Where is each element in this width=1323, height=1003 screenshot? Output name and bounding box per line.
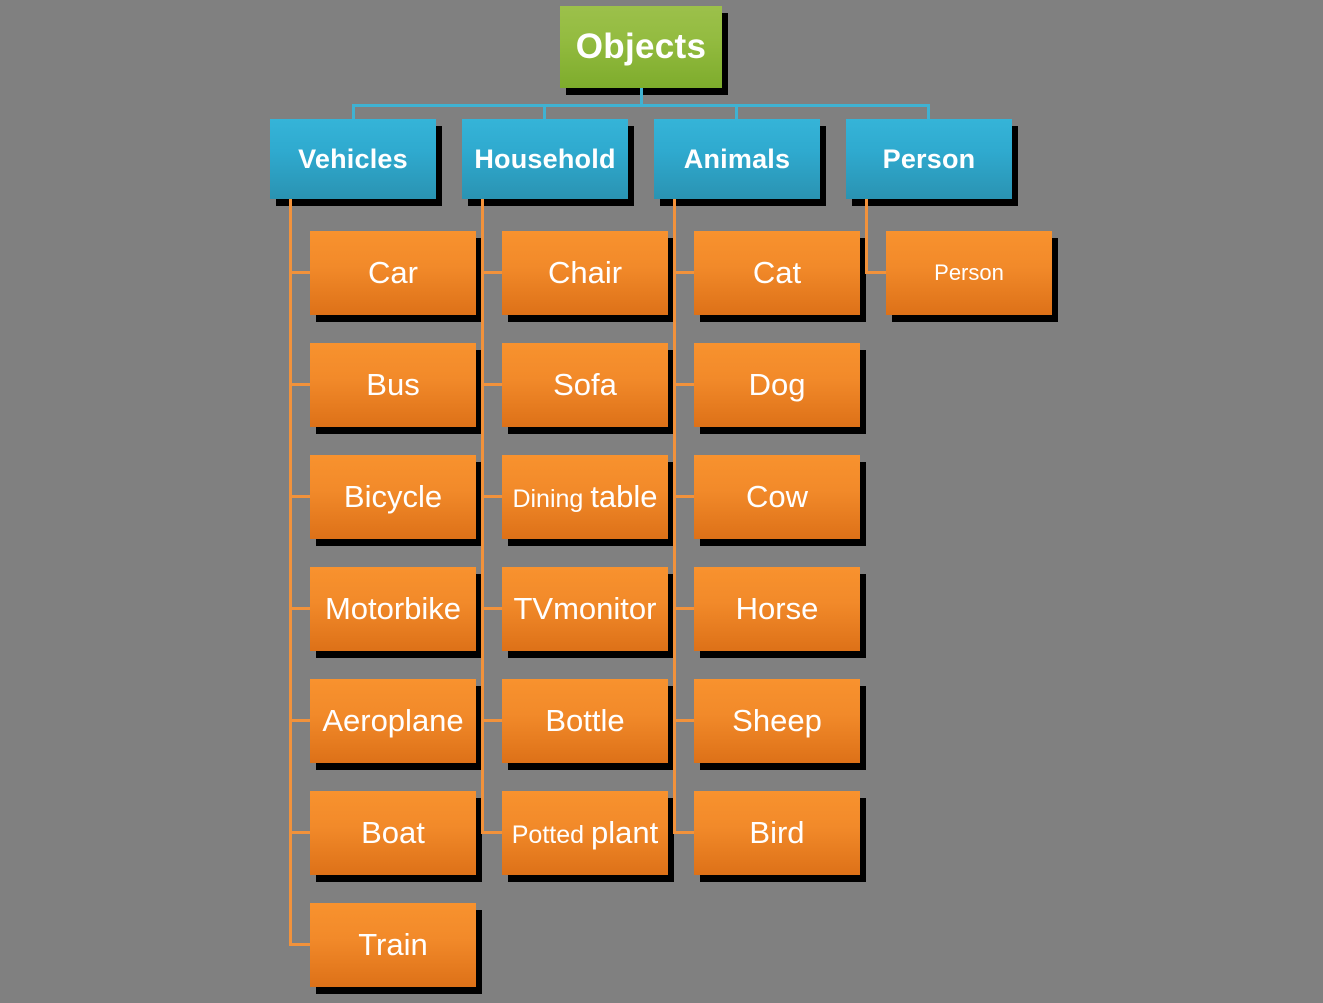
connector-spine-person (865, 199, 868, 274)
leaf-node-person[interactable]: Person (886, 231, 1052, 315)
leaf-label-tvmonitor: TVmonitor (513, 590, 657, 626)
category-node-person[interactable]: Person (846, 119, 1012, 199)
leaf-node-chair[interactable]: Chair (502, 231, 668, 315)
leaf-label-bottle: Bottle (545, 702, 625, 738)
category-label-vehicles: Vehicles (298, 143, 408, 174)
category-node-animals[interactable]: Animals (654, 119, 820, 199)
connector-stub-sofa (481, 383, 504, 386)
leaf-node-aeroplane[interactable]: Aeroplane (310, 679, 476, 763)
leaf-label-bicycle: Bicycle (343, 478, 443, 514)
connector-stub-bicycle (289, 495, 312, 498)
leaf-node-cow[interactable]: Cow (694, 455, 860, 539)
connector-stub-bus (289, 383, 312, 386)
connector-stub-chair (481, 271, 504, 274)
leaf-label-person: Person (934, 260, 1004, 286)
leaf-label-horse: Horse (735, 590, 819, 626)
root-node-label: Objects (575, 26, 707, 66)
leaf-label-dog: Dog (748, 366, 806, 402)
connector-stub-dog (673, 383, 696, 386)
leaf-node-tvmonitor[interactable]: TVmonitor (502, 567, 668, 651)
leaf-label-sofa: Sofa (553, 366, 617, 402)
connector-spine-vehicles (289, 199, 292, 943)
leaf-label-car: Car (368, 254, 418, 290)
connector-drop-person (927, 104, 930, 121)
leaf-label-potted-plant-lead: Potted (511, 820, 585, 849)
root-node-objects[interactable]: Objects (560, 6, 722, 88)
connector-stub-motorbike (289, 607, 312, 610)
connector-drop-vehicles (352, 104, 355, 121)
leaf-label-bus: Bus (366, 366, 420, 402)
category-label-person: Person (882, 143, 976, 174)
leaf-label-aeroplane: Aeroplane (322, 702, 464, 738)
leaf-label-chair: Chair (547, 254, 623, 290)
leaf-node-dog[interactable]: Dog (694, 343, 860, 427)
leaf-label-cat: Cat (752, 254, 802, 290)
leaf-label-potted-plant-tail: plant (591, 814, 659, 850)
connector-drop-household (543, 104, 546, 121)
connector-root-bus (352, 104, 930, 107)
category-node-vehicles[interactable]: Vehicles (270, 119, 436, 199)
leaf-node-boat[interactable]: Boat (310, 791, 476, 875)
connector-stub-dining-table (481, 495, 504, 498)
connector-spine-animals (673, 199, 676, 833)
leaf-label-cow: Cow (745, 478, 808, 514)
leaf-node-train[interactable]: Train (310, 903, 476, 987)
connector-stub-horse (673, 607, 696, 610)
connector-stub-car (289, 271, 312, 274)
connector-stub-tvmonitor (481, 607, 504, 610)
connector-stub-person (865, 271, 888, 274)
connector-stub-bird (673, 831, 696, 834)
leaf-label-dining-table-tail: table (590, 478, 658, 514)
category-label-animals: Animals (683, 143, 791, 174)
connector-stub-aeroplane (289, 719, 312, 722)
connector-stub-sheep (673, 719, 696, 722)
leaf-node-bicycle[interactable]: Bicycle (310, 455, 476, 539)
leaf-node-horse[interactable]: Horse (694, 567, 860, 651)
leaf-node-bus[interactable]: Bus (310, 343, 476, 427)
connector-spine-household (481, 199, 484, 833)
connector-stub-potted-plant (481, 831, 504, 834)
leaf-label-boat: Boat (361, 814, 425, 850)
connector-stub-cow (673, 495, 696, 498)
category-node-household[interactable]: Household (462, 119, 628, 199)
connector-drop-animals (735, 104, 738, 121)
connector-stub-cat (673, 271, 696, 274)
leaf-node-sofa[interactable]: Sofa (502, 343, 668, 427)
connector-stub-bottle (481, 719, 504, 722)
leaf-label-train: Train (358, 926, 428, 962)
leaf-label-dining-table-lead: Dining (512, 484, 584, 513)
leaf-node-cat[interactable]: Cat (694, 231, 860, 315)
leaf-node-car[interactable]: Car (310, 231, 476, 315)
leaf-node-sheep[interactable]: Sheep (694, 679, 860, 763)
connector-stub-boat (289, 831, 312, 834)
leaf-label-motorbike: Motorbike (324, 590, 462, 626)
leaf-label-bird: Bird (749, 814, 805, 850)
leaf-node-bottle[interactable]: Bottle (502, 679, 668, 763)
leaf-label-sheep: Sheep (732, 702, 822, 738)
leaf-node-bird[interactable]: Bird (694, 791, 860, 875)
connector-stub-train (289, 943, 312, 946)
connector-root-stem (640, 88, 643, 105)
leaf-node-motorbike[interactable]: Motorbike (310, 567, 476, 651)
category-label-household: Household (474, 143, 616, 174)
